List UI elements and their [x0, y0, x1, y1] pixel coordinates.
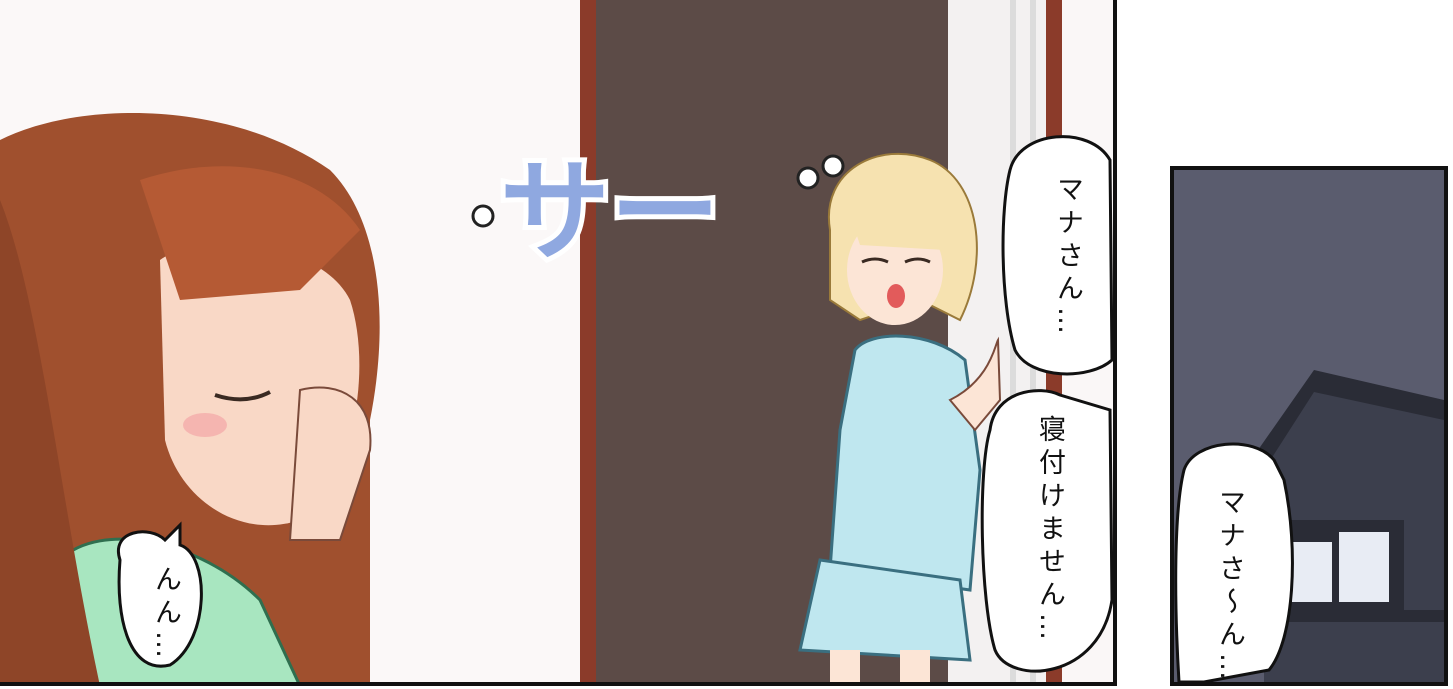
sfx-text: サー	[500, 148, 720, 276]
comic-panel-left: サー んん… マナさん… 寝付けません…	[0, 0, 1117, 686]
brown-haired-girl	[0, 113, 380, 682]
sfx-saa: サー	[471, 143, 845, 281]
bubble-right-shape	[1174, 442, 1294, 682]
door-frame	[580, 0, 596, 682]
bubble-top-right-text: マナさん…	[1052, 175, 1083, 340]
bubble-mid-right-shape	[980, 389, 1113, 673]
bubble-top-right-shape	[1001, 135, 1113, 376]
bubble-right-text: マナさ〜ん…	[1214, 488, 1245, 686]
bubble-mid-right-text: 寝付けません…	[1034, 415, 1065, 646]
bubble-left-text: んん…	[150, 565, 181, 664]
panel-left-art: サー	[0, 0, 1113, 682]
blonde-girl	[798, 152, 1002, 682]
panel-right-art	[1174, 170, 1444, 682]
house	[1244, 370, 1444, 682]
bubble-left-shape	[116, 521, 203, 668]
comic-panel-right: マナさ〜ん…	[1170, 166, 1448, 686]
